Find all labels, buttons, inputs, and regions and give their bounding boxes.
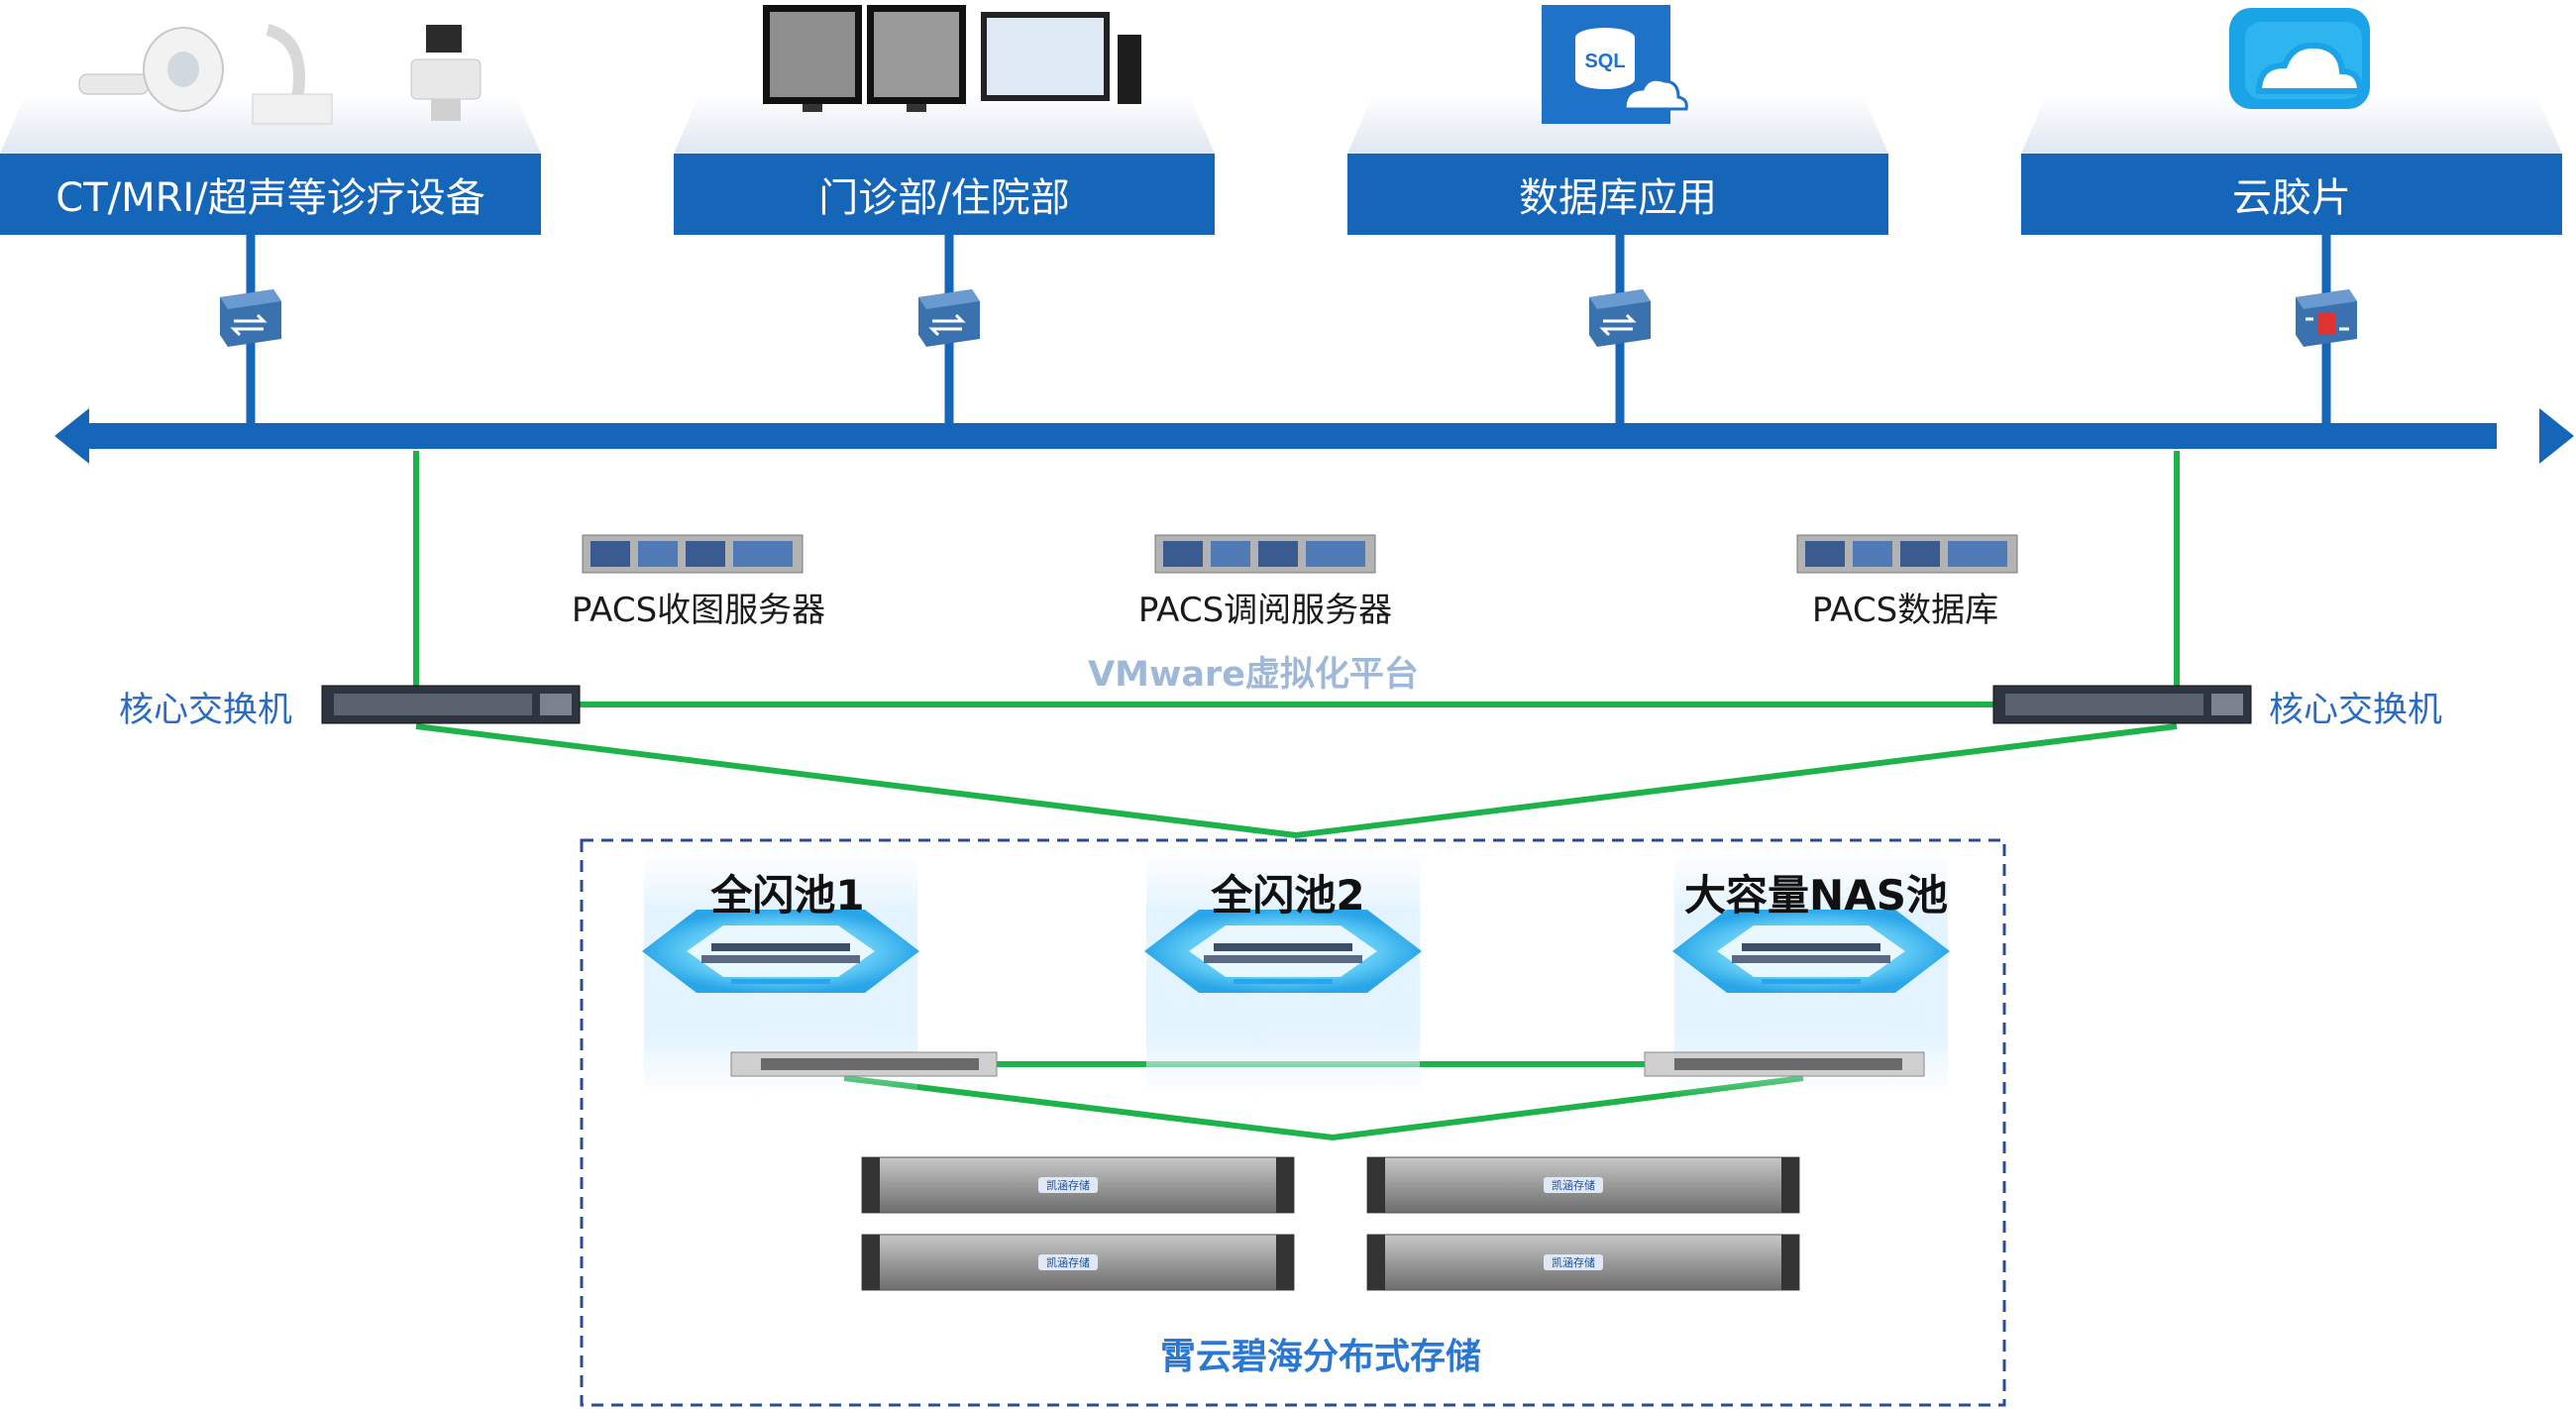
pool-label-flash-2: 全闪池2: [1211, 871, 1365, 920]
sql-icon-text: SQL: [1584, 51, 1625, 72]
device-box-database: 数据库应用: [1347, 154, 1888, 235]
server-label-view: PACS调阅服务器: [1137, 591, 1393, 630]
device-label-database: 数据库应用: [1519, 175, 1717, 221]
storage-node-brand: 凯涵存储: [1552, 1255, 1595, 1269]
core-switch-label-left: 核心交换机: [119, 691, 293, 730]
storage-node-brand-labels: 凯涵存储 凯涵存储 凯涵存储 凯涵存储: [1046, 1178, 1595, 1269]
server-label-receive: PACS收图服务器: [571, 591, 826, 630]
storage-node-icons: [861, 1156, 1800, 1291]
storage-title: 霄云碧海分布式存储: [1159, 1337, 1482, 1377]
medical-equipment-icon: [78, 24, 482, 125]
firewall-icon: [2296, 289, 2357, 347]
storage-node-brand: 凯涵存储: [1552, 1178, 1595, 1192]
pool-label-nas: 大容量NAS池: [1684, 871, 1948, 920]
storage-area-border: [580, 838, 2006, 1407]
storage-node-brand: 凯涵存储: [1046, 1178, 1090, 1192]
pacs-server-icons: [582, 534, 2018, 574]
flash-pool-hexagon-icon: [1144, 910, 1422, 993]
top-connectors: [246, 235, 2331, 426]
device-label-cloud-film: 云胶片: [2232, 175, 2351, 221]
sql-database-icon: SQL: [1542, 5, 1688, 124]
device-box-cloud-film: 云胶片: [2021, 154, 2562, 235]
device-box-clinic: 门诊部/住院部: [674, 154, 1215, 235]
virtualization-platform-label: VMware虚拟化平台: [1088, 655, 1419, 695]
server-label-database: PACS数据库: [1811, 591, 1999, 630]
top-device-panels: [0, 94, 2562, 154]
flash-pool-hexagon-icon: [642, 910, 919, 993]
core-switch-icons: [321, 685, 2252, 724]
cloud-icon: [2229, 8, 2370, 109]
access-switch-icon: [220, 289, 1651, 347]
core-switch-label-right: 核心交换机: [2269, 691, 2443, 730]
device-label-medical: CT/MRI/超声等诊疗设备: [55, 175, 485, 221]
device-box-medical: CT/MRI/超声等诊疗设备: [0, 154, 541, 235]
storage-switch-icons: [730, 1051, 1925, 1077]
storage-node-brand: 凯涵存储: [1046, 1255, 1090, 1269]
device-label-clinic: 门诊部/住院部: [818, 175, 1070, 221]
monitor-workstation-icon: [763, 5, 1141, 112]
nas-pool-hexagon-icon: [1672, 910, 1950, 993]
green-links: [413, 451, 2180, 1141]
network-bus-arrow: [54, 408, 2574, 464]
pool-label-flash-1: 全闪池1: [710, 871, 865, 920]
